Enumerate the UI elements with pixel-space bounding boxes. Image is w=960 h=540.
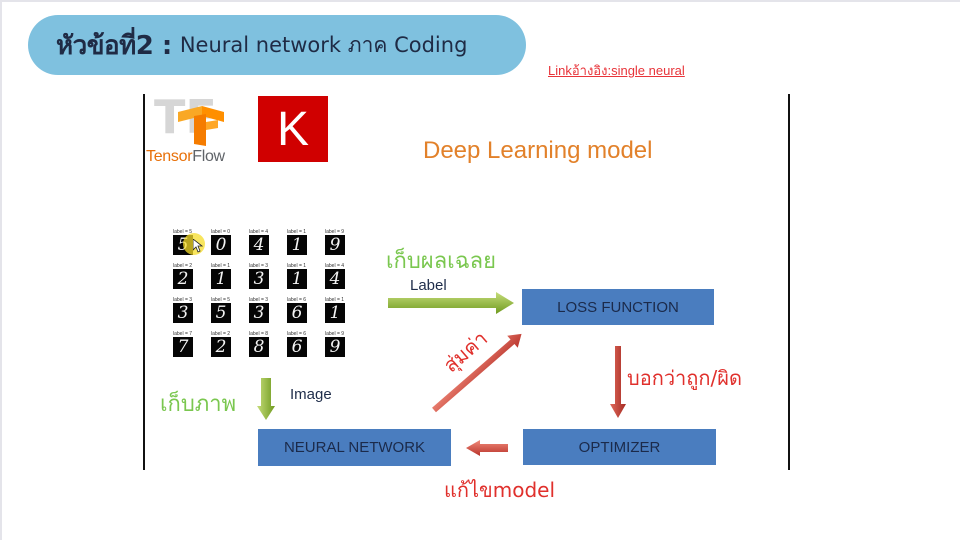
loss-to-optimizer-arrow: [610, 346, 626, 418]
tensorflow-icon: [178, 106, 224, 146]
tensorflow-logo: TF TensorFlow: [146, 90, 256, 166]
loss-function-box: LOSS FUNCTION: [522, 289, 714, 325]
fix-model-label: แก้ไขmodel: [444, 478, 556, 502]
mnist-sample-label: label = 3: [249, 297, 269, 303]
collect-images-label: เก็บภาพ: [160, 392, 237, 417]
mnist-digit-image: 4: [249, 235, 269, 255]
mnist-sample-label: label = 3: [173, 297, 193, 303]
mnist-digit-image: 1: [287, 235, 307, 255]
mnist-digit-image: 3: [249, 269, 269, 289]
topic-title-banner: หัวข้อที่2 : Neural network ภาค Coding: [28, 15, 526, 75]
mnist-sample-label: label = 1: [287, 263, 307, 269]
tensorflow-word-tensor: Tensor: [146, 148, 193, 165]
mnist-sample-label: label = 5: [211, 297, 231, 303]
mnist-sample-label: label = 3: [249, 263, 269, 269]
mnist-sample-label: label = 4: [325, 263, 345, 269]
slide-title: Deep Learning model: [423, 137, 653, 164]
mnist-sample-label: label = 2: [173, 263, 193, 269]
mnist-digit-image: 6: [287, 303, 307, 323]
neural-network-box: NEURAL NETWORK: [258, 429, 451, 466]
mnist-digit-image: 3: [249, 303, 269, 323]
mnist-sample-label: label = 1: [211, 263, 231, 269]
mnist-digit-image: 9: [325, 235, 345, 255]
mnist-digit-image: 1: [211, 269, 231, 289]
topic-title: Neural network ภาค Coding: [179, 32, 468, 57]
optimizer-to-network-arrow: [466, 440, 508, 456]
network-to-loss-arrow: [432, 333, 522, 413]
mnist-sample-label: label = 5: [173, 229, 193, 235]
reference-link[interactable]: Linkอ้างอิง:single neural: [548, 63, 685, 78]
tell-right-wrong-label: บอกว่าถูก/ผิด: [627, 366, 742, 390]
mnist-digit-image: 5: [211, 303, 231, 323]
mnist-digit-image: 0: [211, 235, 231, 255]
collect-answers-label: เก็บผลเฉลย: [386, 249, 497, 274]
mnist-digit-image: 2: [173, 269, 193, 289]
label-to-loss-arrow: [388, 292, 514, 314]
mnist-digit-image: 2: [211, 337, 231, 357]
mnist-sample-label: label = 1: [287, 229, 307, 235]
slide-image-frame: [143, 94, 790, 470]
mnist-sample-label: label = 2: [211, 331, 231, 337]
mnist-digit-image: 9: [325, 337, 345, 357]
window-left-edge: [0, 0, 2, 540]
mnist-digit-image: 6: [287, 337, 307, 357]
images-to-network-arrow: [257, 378, 275, 420]
image-caption: Image: [290, 386, 332, 403]
mnist-sample-label: label = 9: [325, 331, 345, 337]
window-top-edge: [0, 0, 960, 2]
mnist-sample-label: label = 6: [287, 331, 307, 337]
mnist-digit-image: 8: [249, 337, 269, 357]
mnist-digit-image: 7: [173, 337, 193, 357]
mnist-sample-label: label = 0: [211, 229, 231, 235]
mouse-pointer-icon: [193, 239, 203, 253]
mnist-sample-label: label = 8: [249, 331, 269, 337]
mnist-sample-label: label = 7: [173, 331, 193, 337]
mnist-digit-image: 1: [325, 303, 345, 323]
label-caption: Label: [410, 277, 447, 294]
mnist-digit-image: 4: [325, 269, 345, 289]
tensorflow-wordmark: TensorFlow: [146, 148, 225, 166]
keras-logo: K: [258, 96, 328, 162]
mnist-digit-image: 1: [287, 269, 307, 289]
tensorflow-word-flow: Flow: [192, 148, 225, 165]
optimizer-box: OPTIMIZER: [523, 429, 716, 465]
mnist-sample-label: label = 4: [249, 229, 269, 235]
mnist-sample-label: label = 1: [325, 297, 345, 303]
mnist-digit-image: 3: [173, 303, 193, 323]
topic-number: หัวข้อที่2 :: [56, 30, 172, 61]
mnist-sample-label: label = 6: [287, 297, 307, 303]
mnist-sample-label: label = 9: [325, 229, 345, 235]
